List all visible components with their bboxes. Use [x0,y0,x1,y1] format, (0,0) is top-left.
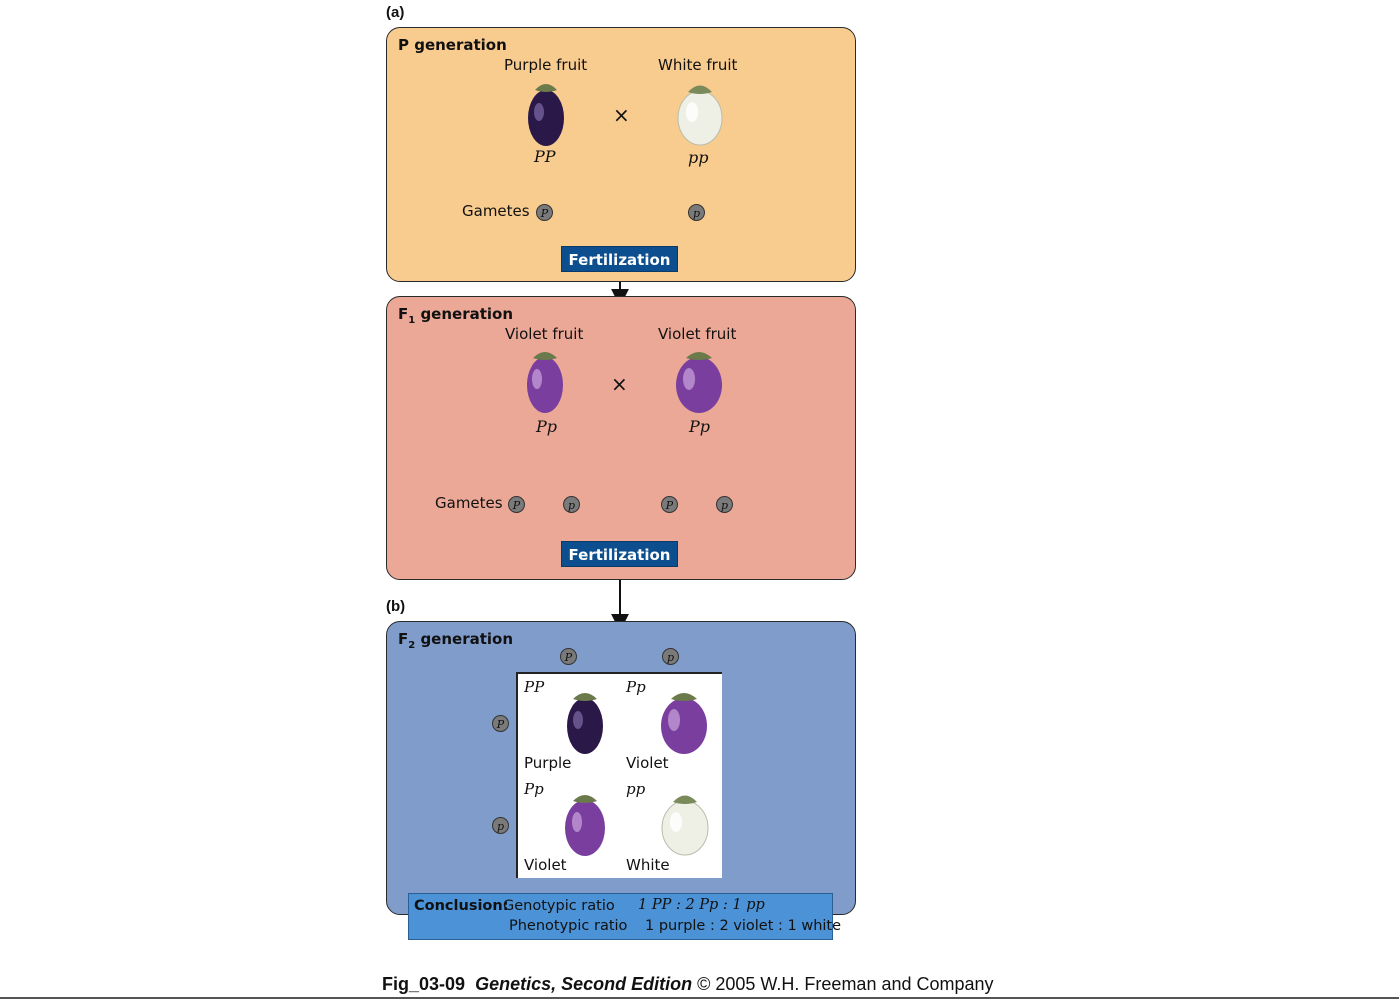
part-a-label: (a) [386,4,405,21]
eggplant-violet-left-icon [527,352,563,413]
cell-genotype: PP [524,678,545,696]
genotypic-ratio-value: 1 PP : 2 Pp : 1 pp [638,897,765,913]
f1-genotype-right: Pp [689,417,711,436]
cell-genotype: pp [626,780,646,798]
eggplant-white-icon [661,795,709,856]
caption-book-title: Genetics, Second Edition [475,974,693,994]
f1-parent-right-label: Violet fruit [658,325,737,343]
p-parent-left-label: Purple fruit [504,56,588,74]
eggplant-violet-icon [565,795,605,856]
eggplant-white-icon [677,85,723,146]
p-generation-panel: P generation [386,27,856,282]
part-b-label: (b) [386,598,406,615]
p-generation-title: P generation [398,36,507,54]
conclusion-box: Conclusion: Genotypic ratio 1 PP : 2 Pp … [408,893,841,940]
cell-genotype: Pp [626,678,646,696]
phenotypic-ratio-value: 1 purple : 2 violet : 1 white [645,918,842,934]
cell-phenotype: Violet [626,754,669,772]
punnett-cell-pp-white: pp White [620,776,722,878]
p-gamete-left: P [536,204,553,221]
f1-gamete-2: p [563,496,580,513]
caption-fig-id: Fig_03-09 [382,974,466,994]
cell-phenotype: White [626,856,670,874]
genotypic-ratio-label: Genotypic ratio [503,898,615,914]
f1-fertilization-box: Fertilization [561,541,678,567]
cell-phenotype: Purple [524,754,572,772]
f1-gamete-3: P [661,496,678,513]
eggplant-violet-icon [661,693,707,754]
p-gamete-right: p [688,204,705,221]
f2-side-gamete-2: p [492,817,509,834]
p-genotype-right: pp [688,148,709,167]
f1-genotype-left: Pp [536,417,558,436]
f1-gametes-label: Gametes [435,494,503,512]
caption-copyright: © 2005 W.H. Freeman and Company [697,974,994,994]
bottom-rule [0,997,1399,999]
p-parent-right-label: White fruit [658,56,738,74]
cell-genotype: Pp [524,780,544,798]
p-genotype-left: PP [534,147,556,166]
eggplant-violet-right-icon [676,352,722,413]
punnett-cell-pp-purple: PP Purple [518,674,620,776]
cell-phenotype: Violet [524,856,567,874]
f1-generation-panel: F1 generation [386,296,856,580]
f2-top-gamete-1: P [560,648,577,665]
f1-parent-left-label: Violet fruit [505,325,584,343]
f2-side-gamete-1: P [492,715,509,732]
f2-top-gamete-2: p [662,648,679,665]
p-fertilization-box: Fertilization [561,246,678,272]
phenotypic-ratio-label: Phenotypic ratio [509,918,628,934]
p-cross-symbol: × [613,103,630,127]
p-gametes-label: Gametes [462,202,530,220]
punnett-cell-pp-violet-1: Pp Violet [620,674,722,776]
eggplant-purple-icon [528,84,564,146]
f1-generation-title: F1 generation [398,305,514,326]
f1-cross-symbol: × [611,372,628,396]
f1-gamete-1: P [508,496,525,513]
punnett-cell-pp-violet-2: Pp Violet [518,776,620,878]
f1-gamete-4: p [716,496,733,513]
eggplant-purple-icon [567,693,603,754]
conclusion-label: Conclusion: [414,898,509,914]
figure-caption: Fig_03-09 Genetics, Second Edition © 200… [382,974,994,995]
f2-generation-title: F2 generation [398,630,514,651]
